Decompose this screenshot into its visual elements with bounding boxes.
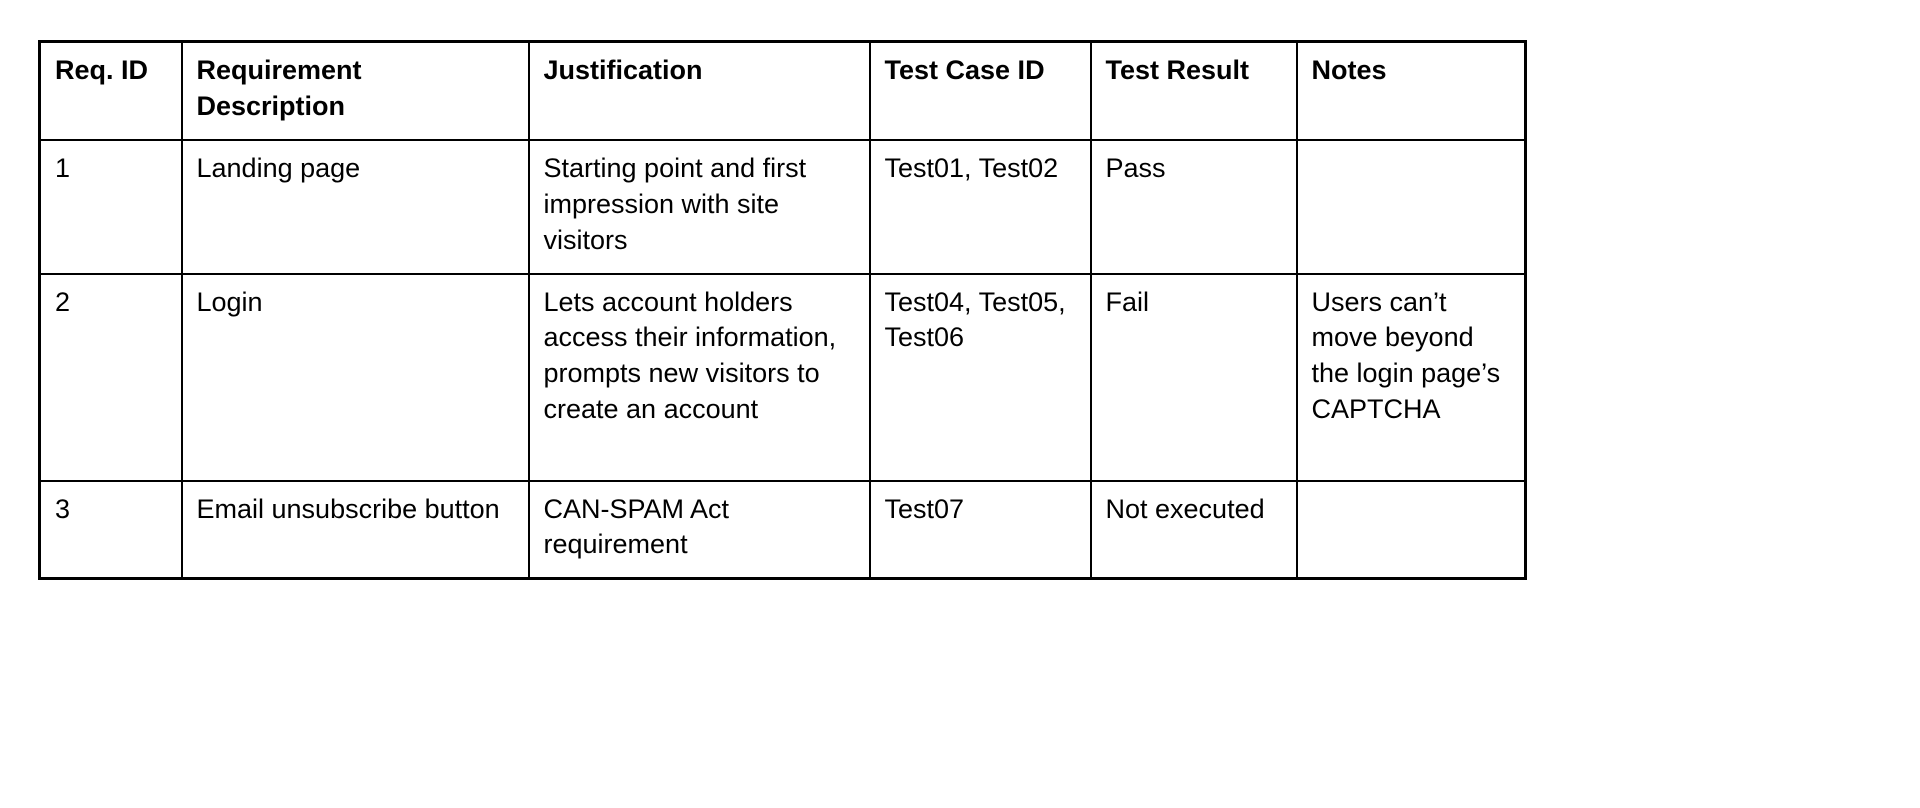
column-header-req-id: Req. ID bbox=[38, 40, 183, 141]
column-header-requirement-description-label: Requirement Description bbox=[196, 55, 362, 121]
cell-req-id-value: 3 bbox=[55, 493, 71, 524]
cell-justification: Starting point and first impression with… bbox=[527, 138, 871, 275]
cell-test-result-value: Pass bbox=[1105, 152, 1166, 183]
column-header-justification: Justification bbox=[527, 40, 871, 141]
cell-test-result-value: Not executed bbox=[1105, 493, 1265, 524]
cell-test-case-id-value: Test07 bbox=[884, 493, 965, 524]
cell-test-result: Not executed bbox=[1089, 479, 1298, 580]
cell-req-id: 1 bbox=[38, 138, 183, 275]
requirements-table-container: Req. ID Requirement Description Justific… bbox=[38, 40, 1527, 581]
cell-test-result-value: Fail bbox=[1105, 286, 1150, 317]
column-header-test-result-label: Test Result bbox=[1105, 55, 1250, 85]
column-header-notes-label: Notes bbox=[1311, 55, 1387, 85]
cell-requirement-description: Login bbox=[180, 272, 530, 482]
requirements-traceability-table: Req. ID Requirement Description Justific… bbox=[38, 40, 1527, 581]
cell-test-case-id-value: Test04, Test05, Test06 bbox=[884, 286, 1066, 353]
cell-justification-value: CAN-SPAM Act requirement bbox=[543, 493, 730, 560]
cell-justification: Lets account holders access their inform… bbox=[527, 272, 871, 482]
column-header-requirement-description: Requirement Description bbox=[180, 40, 530, 141]
table-row: 2 Login Lets account holders access thei… bbox=[38, 272, 1527, 482]
cell-requirement-description: Landing page bbox=[180, 138, 530, 275]
cell-test-result: Fail bbox=[1089, 272, 1298, 482]
column-header-req-id-label: Req. ID bbox=[55, 55, 149, 85]
cell-req-id: 2 bbox=[38, 272, 183, 482]
cell-notes: Users can’t move beyond the login page’s… bbox=[1295, 272, 1527, 482]
cell-notes bbox=[1295, 138, 1527, 275]
cell-requirement-description-value: Login bbox=[196, 286, 263, 317]
table-row: 3 Email unsubscribe button CAN-SPAM Act … bbox=[38, 479, 1527, 580]
column-header-test-case-id: Test Case ID bbox=[868, 40, 1092, 141]
cell-test-result: Pass bbox=[1089, 138, 1298, 275]
cell-requirement-description: Email unsubscribe button bbox=[180, 479, 530, 580]
table-row: 1 Landing page Starting point and first … bbox=[38, 138, 1527, 275]
cell-justification-value: Lets account holders access their inform… bbox=[543, 286, 837, 425]
cell-notes-value bbox=[1312, 151, 1511, 152]
table-header: Req. ID Requirement Description Justific… bbox=[38, 40, 1527, 141]
table-body: 1 Landing page Starting point and first … bbox=[38, 138, 1527, 580]
cell-notes bbox=[1295, 479, 1527, 580]
cell-notes-value: Users can’t move beyond the login page’s… bbox=[1311, 286, 1501, 425]
table-header-row: Req. ID Requirement Description Justific… bbox=[38, 40, 1527, 141]
cell-notes-value bbox=[1312, 492, 1511, 493]
cell-justification-value: Starting point and first impression with… bbox=[543, 152, 807, 255]
cell-requirement-description-value: Email unsubscribe button bbox=[196, 493, 500, 524]
cell-test-case-id: Test04, Test05, Test06 bbox=[868, 272, 1092, 482]
column-header-notes: Notes bbox=[1295, 40, 1527, 141]
cell-test-case-id-value: Test01, Test02 bbox=[884, 152, 1059, 183]
cell-req-id-value: 1 bbox=[55, 152, 71, 183]
cell-requirement-description-value: Landing page bbox=[196, 152, 361, 183]
cell-req-id-value: 2 bbox=[55, 286, 71, 317]
cell-test-case-id: Test07 bbox=[868, 479, 1092, 580]
cell-test-case-id: Test01, Test02 bbox=[868, 138, 1092, 275]
column-header-test-result: Test Result bbox=[1089, 40, 1298, 141]
cell-req-id: 3 bbox=[38, 479, 183, 580]
column-header-justification-label: Justification bbox=[543, 55, 703, 85]
cell-justification: CAN-SPAM Act requirement bbox=[527, 479, 871, 580]
column-header-test-case-id-label: Test Case ID bbox=[884, 55, 1045, 85]
